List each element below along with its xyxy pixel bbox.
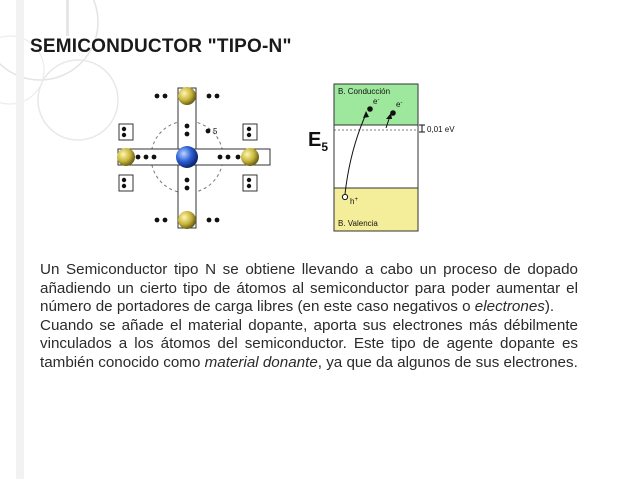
host-atom-left [117,148,135,166]
energy-gap-label: 0,01 eV [427,125,455,134]
paragraph-2: Cuando se añade el material dopante, apo… [40,316,578,371]
electron-label-2: e- [396,100,402,109]
valence-band-label: B. Valencia [338,219,378,228]
slide-title: SEMICONDUCTOR "TIPO-N" [30,36,292,57]
paragraph-1: Un Semiconductor tipo N se obtiene lleva… [40,261,578,316]
dopant-atom [176,146,198,168]
body-text: Un Semiconductor tipo N se obtiene lleva… [40,261,578,373]
electron-label-1: e- [373,97,379,106]
corner-electron-pairs [118,123,258,192]
energy-symbol: E5 [308,129,328,154]
extra-electron-label: 5 [213,127,218,136]
hole-label: h+ [350,197,358,206]
host-atoms [117,87,259,229]
valence-band [333,187,419,232]
host-atom-bottom [178,211,196,229]
conduction-band-label: B. Conducción [338,87,390,96]
n-type-lattice-diagram: 5 [117,87,271,229]
host-atom-right [241,148,259,166]
excitation-arrow-1 [344,113,367,195]
band-gap [333,124,419,189]
host-atom-top [178,87,196,105]
energy-band-diagram: E5 B. Conducción B. Valencia e- e- h+ 0,… [308,83,455,232]
